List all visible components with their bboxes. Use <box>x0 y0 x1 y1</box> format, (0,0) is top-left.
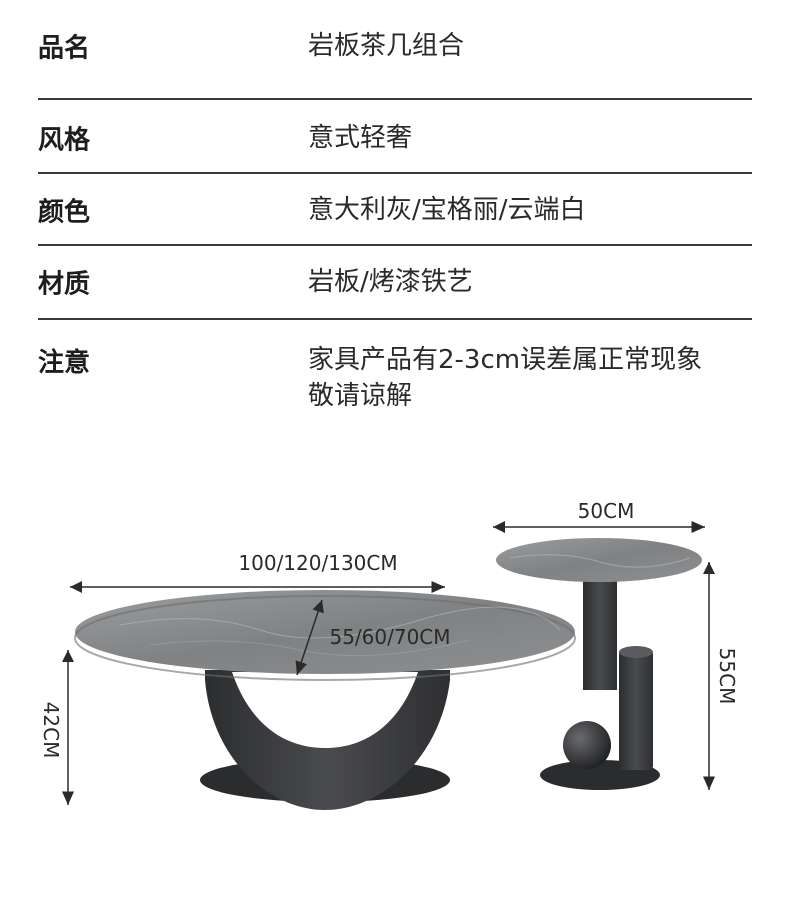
side-table <box>496 538 702 790</box>
coffee-table-height-label: 42CM <box>39 702 63 759</box>
spec-value: 意式轻奢 <box>308 123 413 153</box>
spec-value: 家具产品有2-3cm误差属正常现象 敬请谅解 <box>308 342 758 414</box>
side-table-height-label: 55CM <box>715 648 739 705</box>
spec-row-note: 注意 家具产品有2-3cm误差属正常现象 敬请谅解 <box>38 320 752 430</box>
coffee-table-marble-top <box>75 590 575 674</box>
coffee-table-depth-label: 55/60/70CM <box>329 625 450 649</box>
coffee-table <box>74 590 576 810</box>
side-table-width-label: 50CM <box>578 499 635 523</box>
side-table-column-upper <box>583 580 617 690</box>
spec-label: 材质 <box>38 269 91 300</box>
spec-label: 颜色 <box>38 197 91 228</box>
spec-label: 品名 <box>38 33 91 64</box>
spec-row-color: 颜色 意大利灰/宝格丽/云端白 <box>38 174 752 246</box>
spec-value: 岩板茶几组合 <box>308 31 465 61</box>
spec-label: 注意 <box>38 348 91 378</box>
spec-label: 风格 <box>38 125 91 156</box>
spec-value: 岩板/烤漆铁艺 <box>308 267 473 297</box>
side-table-column-lower <box>619 650 653 770</box>
spec-row-style: 风格 意式轻奢 <box>38 100 752 174</box>
spec-row-name: 品名 岩板茶几组合 <box>38 0 752 100</box>
note-line-2: 敬请谅解 <box>308 381 413 411</box>
dimension-lines <box>62 521 715 805</box>
note-line-1: 家具产品有2-3cm误差属正常现象 <box>308 345 703 375</box>
spec-row-material: 材质 岩板/烤漆铁艺 <box>38 246 752 320</box>
dimension-drawing: 100/120/130CM 55/60/70CM 42CM 50CM 55CM <box>39 499 739 810</box>
side-table-marble-top <box>496 538 702 582</box>
side-table-sphere <box>563 721 611 769</box>
product-dimension-illustration: 100/120/130CM 55/60/70CM 42CM 50CM 55CM <box>0 480 790 900</box>
spec-table: 品名 岩板茶几组合 风格 意式轻奢 颜色 意大利灰/宝格丽/云端白 材质 岩板/… <box>38 0 752 430</box>
coffee-table-u-cutout <box>232 672 418 748</box>
spec-value: 意大利灰/宝格丽/云端白 <box>308 195 586 225</box>
coffee-table-width-label: 100/120/130CM <box>238 551 397 575</box>
